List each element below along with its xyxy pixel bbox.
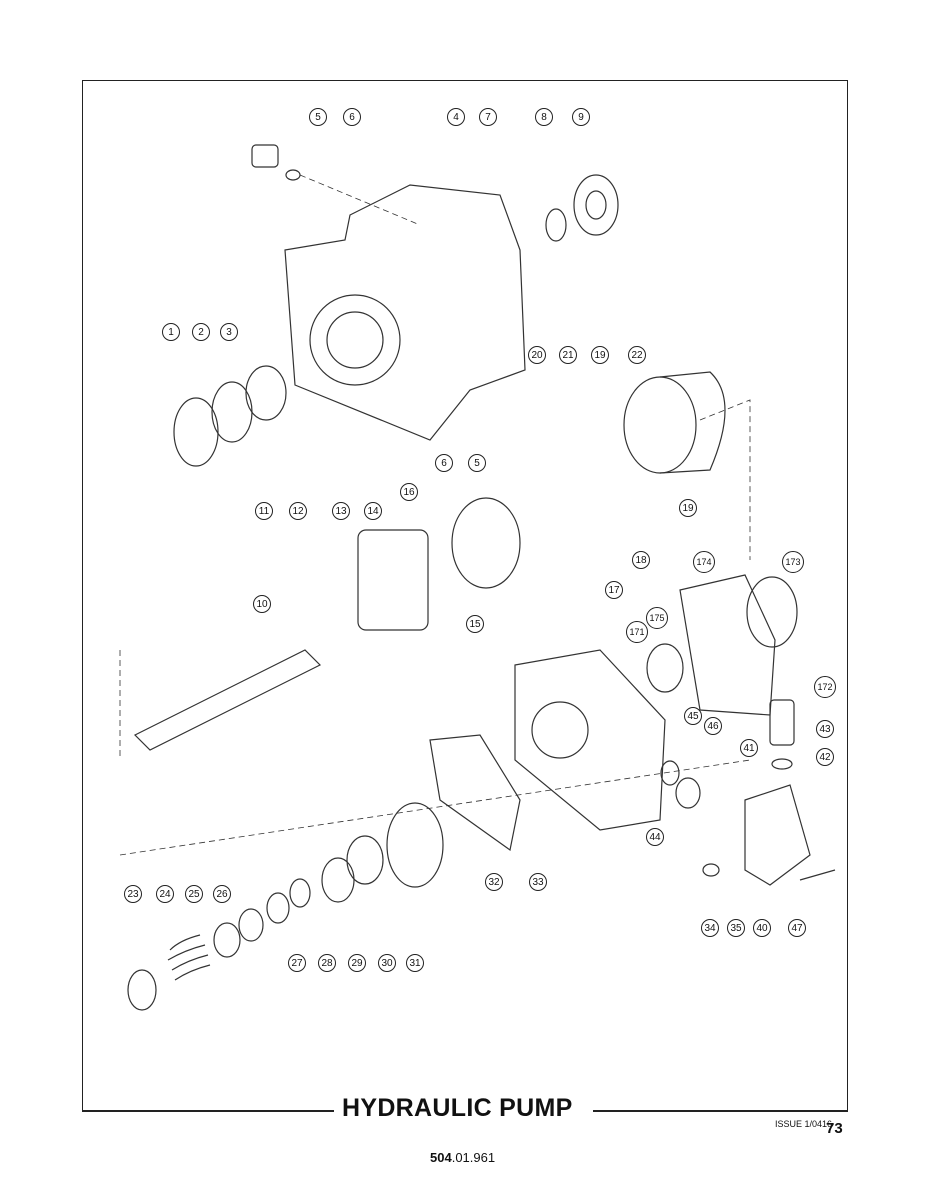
callout-44: 44 (646, 828, 664, 846)
callout-6b: 6 (435, 454, 453, 472)
spring (167, 934, 211, 981)
callout-23: 23 (124, 885, 142, 903)
callout-26: 26 (213, 885, 231, 903)
callout-3: 3 (220, 323, 238, 341)
callout-24: 24 (156, 885, 174, 903)
callout-175: 175 (646, 607, 668, 629)
callout-8: 8 (535, 108, 553, 126)
callout-43: 43 (816, 720, 834, 738)
callout-171: 171 (626, 621, 648, 643)
callout-6: 6 (343, 108, 361, 126)
callout-27: 27 (288, 954, 306, 972)
page-title: HYDRAULIC PUMP (342, 1094, 573, 1122)
callout-22: 22 (628, 346, 646, 364)
callout-41: 41 (740, 739, 758, 757)
callout-4: 4 (447, 108, 465, 126)
callout-16: 16 (400, 483, 418, 501)
callout-2: 2 (192, 323, 210, 341)
callout-32: 32 (485, 873, 503, 891)
callout-10: 10 (253, 595, 271, 613)
callout-28: 28 (318, 954, 336, 972)
callout-173: 173 (782, 551, 804, 573)
callout-5b: 5 (468, 454, 486, 472)
callout-12: 12 (289, 502, 307, 520)
callout-15: 15 (466, 615, 484, 633)
document-number: 504.01.961 (430, 1150, 495, 1165)
callout-172: 172 (814, 676, 836, 698)
diagram-frame (82, 80, 848, 1110)
callout-33: 33 (529, 873, 547, 891)
callout-25: 25 (185, 885, 203, 903)
callout-5: 5 (309, 108, 327, 126)
drive-shaft (133, 649, 322, 751)
callout-40: 40 (753, 919, 771, 937)
doc-number-prefix: 504 (430, 1150, 452, 1165)
pump-housing (284, 184, 526, 441)
callout-18: 18 (632, 551, 650, 569)
callout-174: 174 (693, 551, 715, 573)
title-rule-right (593, 1110, 848, 1112)
callout-46: 46 (704, 717, 722, 735)
title-rule-left (82, 1110, 334, 1112)
callout-47: 47 (788, 919, 806, 937)
issue-label: ISSUE 1/0416 (775, 1119, 833, 1129)
doc-number-suffix: .01.961 (451, 1150, 496, 1165)
callout-45: 45 (684, 707, 702, 725)
callout-34: 34 (701, 919, 719, 937)
callout-31: 31 (406, 954, 424, 972)
callout-29: 29 (348, 954, 366, 972)
callout-17: 17 (605, 581, 623, 599)
callout-35: 35 (727, 919, 745, 937)
callout-1: 1 (162, 323, 180, 341)
callout-21: 21 (559, 346, 577, 364)
callout-20: 20 (528, 346, 546, 364)
callout-30: 30 (378, 954, 396, 972)
callout-42: 42 (816, 748, 834, 766)
callout-11: 11 (255, 502, 273, 520)
callout-19b: 19 (679, 499, 697, 517)
page-number: 73 (826, 1120, 843, 1137)
callout-7: 7 (479, 108, 497, 126)
callout-9: 9 (572, 108, 590, 126)
callout-14: 14 (364, 502, 382, 520)
callout-19: 19 (591, 346, 609, 364)
callout-13: 13 (332, 502, 350, 520)
